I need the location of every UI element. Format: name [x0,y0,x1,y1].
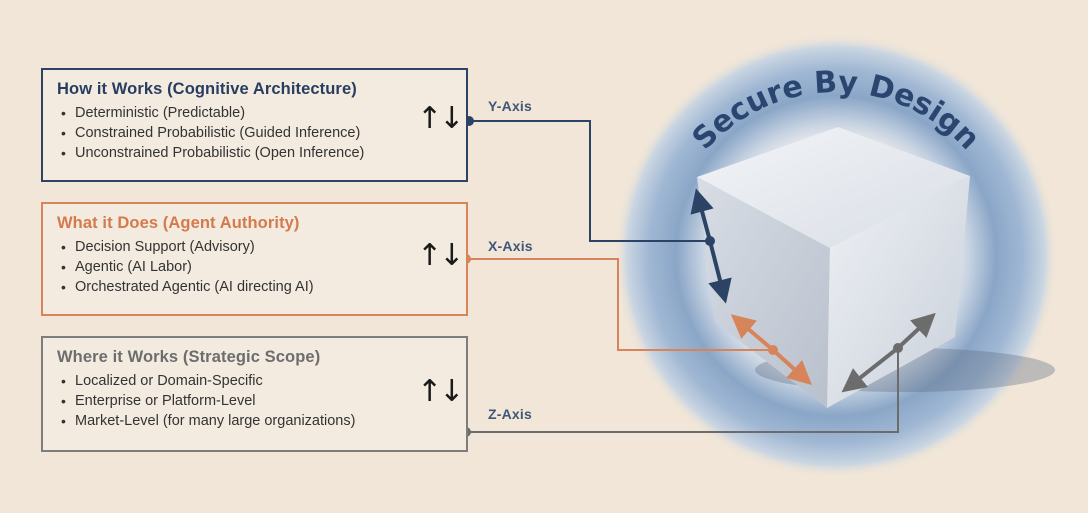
x-axis-label: X-Axis [488,238,533,254]
y-axis-label: Y-Axis [488,98,532,114]
list-item: Enterprise or Platform-Level [57,391,452,411]
panel-title: How it Works (Cognitive Architecture) [57,80,357,98]
up-down-arrows-icon: ↑↓ [417,238,464,273]
list-item: Deterministic (Predictable) [57,103,452,123]
panel-list: Decision Support (Advisory) Agentic (AI … [57,237,452,297]
panel-title: Where it Works (Strategic Scope) [57,348,321,366]
panel-how-it-works: How it Works (Cognitive Architecture) De… [41,68,468,182]
panel-list: Localized or Domain-Specific Enterprise … [57,371,452,431]
list-item: Localized or Domain-Specific [57,371,452,391]
list-item: Constrained Probabilistic (Guided Infere… [57,123,452,143]
z-axis-connector [461,312,936,437]
list-item: Agentic (AI Labor) [57,257,452,277]
list-item: Market-Level (for many large organizatio… [57,411,452,431]
list-item: Orchestrated Agentic (AI directing AI) [57,277,452,297]
y-axis-connector [464,116,732,304]
up-down-arrows-icon: ↑↓ [417,374,464,409]
cube-icon [697,127,970,408]
panel-what-it-does: What it Does (Agent Authority) Decision … [41,202,468,316]
panel-where-it-works: Where it Works (Strategic Scope) Localiz… [41,336,468,452]
list-item: Unconstrained Probabilistic (Open Infere… [57,143,452,163]
panel-list: Deterministic (Predictable) Constrained … [57,103,452,163]
list-item: Decision Support (Advisory) [57,237,452,257]
up-down-arrows-icon: ↑↓ [417,101,464,136]
z-axis-label: Z-Axis [488,406,532,422]
panel-title: What it Does (Agent Authority) [57,214,300,232]
